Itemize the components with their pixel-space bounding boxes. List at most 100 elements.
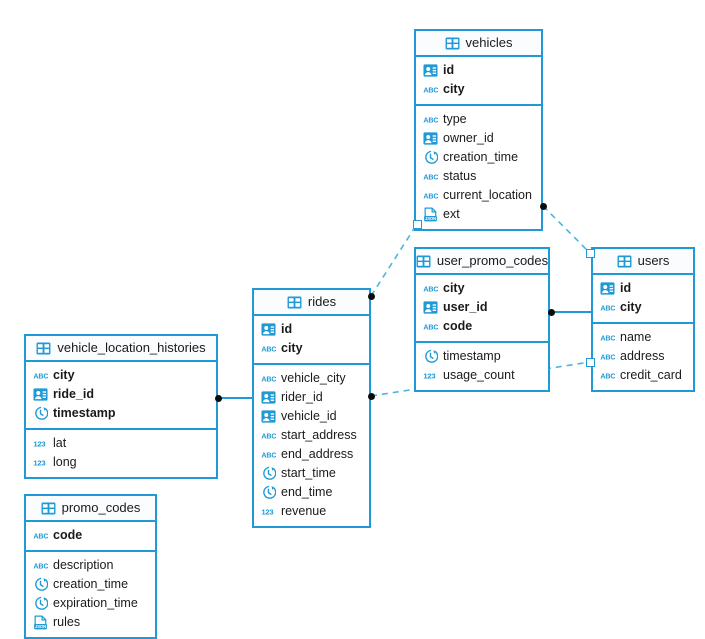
field-users-city[interactable]: city bbox=[593, 298, 693, 317]
field-user_promo_codes-timestamp[interactable]: timestamp bbox=[416, 347, 548, 366]
abc-icon bbox=[33, 368, 48, 383]
field-label: id bbox=[281, 322, 293, 337]
entity-header-promo_codes[interactable]: promo_codes bbox=[26, 496, 155, 522]
clock-icon bbox=[261, 485, 276, 500]
key-id-icon bbox=[261, 322, 276, 337]
field-rides-end_address[interactable]: end_address bbox=[254, 445, 369, 464]
edge-marker-square-vehicles-rides bbox=[412, 219, 422, 229]
column-section: name address credit_card bbox=[593, 324, 693, 390]
field-label: long bbox=[53, 455, 77, 470]
field-label: vehicle_id bbox=[281, 409, 337, 424]
field-label: city bbox=[443, 281, 465, 296]
field-label: city bbox=[53, 368, 75, 383]
field-label: end_address bbox=[281, 447, 354, 462]
field-promo_codes-creation_time[interactable]: creation_time bbox=[26, 575, 155, 594]
field-vehicles-current_location[interactable]: current_location bbox=[416, 186, 541, 205]
entity-header-users[interactable]: users bbox=[593, 249, 693, 275]
field-label: code bbox=[443, 319, 473, 334]
clock-icon bbox=[423, 150, 438, 165]
entity-title: vehicle_location_histories bbox=[57, 340, 206, 355]
field-rides-vehicle_city[interactable]: vehicle_city bbox=[254, 369, 369, 388]
entity-header-user_promo_codes[interactable]: user_promo_codes bbox=[416, 249, 548, 275]
key-id-icon bbox=[423, 131, 438, 146]
field-vehicles-owner_id[interactable]: owner_id bbox=[416, 129, 541, 148]
field-vehicle_location_histories-lat[interactable]: lat bbox=[26, 434, 216, 453]
field-user_promo_codes-user_id[interactable]: user_id bbox=[416, 298, 548, 317]
field-vehicles-city[interactable]: city bbox=[416, 80, 541, 99]
field-label: address bbox=[620, 349, 665, 364]
field-rides-city[interactable]: city bbox=[254, 339, 369, 358]
field-rides-id[interactable]: id bbox=[254, 320, 369, 339]
field-label: credit_card bbox=[620, 368, 682, 383]
field-user_promo_codes-code[interactable]: code bbox=[416, 317, 548, 336]
field-vehicle_location_histories-ride_id[interactable]: ride_id bbox=[26, 385, 216, 404]
column-section: timestamp usage_count bbox=[416, 343, 548, 390]
entity-header-rides[interactable]: rides bbox=[254, 290, 369, 316]
field-vehicle_location_histories-long[interactable]: long bbox=[26, 453, 216, 472]
field-rides-vehicle_id[interactable]: vehicle_id bbox=[254, 407, 369, 426]
entity-header-vehicles[interactable]: vehicles bbox=[416, 31, 541, 57]
field-rides-revenue[interactable]: revenue bbox=[254, 502, 369, 521]
column-section: lat long bbox=[26, 430, 216, 477]
abc-icon bbox=[423, 319, 438, 334]
field-user_promo_codes-usage_count[interactable]: usage_count bbox=[416, 366, 548, 385]
field-users-address[interactable]: address bbox=[593, 347, 693, 366]
field-rides-rider_id[interactable]: rider_id bbox=[254, 388, 369, 407]
field-vehicles-creation_time[interactable]: creation_time bbox=[416, 148, 541, 167]
field-label: type bbox=[443, 112, 467, 127]
field-promo_codes-code[interactable]: code bbox=[26, 526, 155, 545]
field-rides-start_time[interactable]: start_time bbox=[254, 464, 369, 483]
key-id-icon bbox=[423, 300, 438, 315]
field-vehicles-ext[interactable]: ext bbox=[416, 205, 541, 224]
field-label: city bbox=[281, 341, 303, 356]
field-label: revenue bbox=[281, 504, 327, 519]
field-promo_codes-description[interactable]: description bbox=[26, 556, 155, 575]
field-vehicles-status[interactable]: status bbox=[416, 167, 541, 186]
abc-icon bbox=[261, 341, 276, 356]
abc-icon bbox=[600, 300, 615, 315]
field-label: user_id bbox=[443, 300, 488, 315]
number-icon bbox=[261, 504, 276, 519]
primary-key-section: id city bbox=[254, 316, 369, 365]
field-label: city bbox=[443, 82, 465, 97]
json-icon bbox=[33, 615, 48, 630]
field-label: description bbox=[53, 558, 114, 573]
field-label: timestamp bbox=[443, 349, 501, 364]
clock-icon bbox=[261, 466, 276, 481]
field-users-id[interactable]: id bbox=[593, 279, 693, 298]
field-vehicle_location_histories-timestamp[interactable]: timestamp bbox=[26, 404, 216, 423]
edge-marker-dot-rides-users bbox=[367, 392, 375, 400]
field-rides-start_address[interactable]: start_address bbox=[254, 426, 369, 445]
field-users-credit_card[interactable]: credit_card bbox=[593, 366, 693, 385]
field-label: creation_time bbox=[53, 577, 129, 592]
field-label: start_address bbox=[281, 428, 357, 443]
field-promo_codes-expiration_time[interactable]: expiration_time bbox=[26, 594, 155, 613]
key-id-icon bbox=[261, 390, 276, 405]
edge-marker-dot-user_promo_codes-users bbox=[547, 308, 555, 316]
field-promo_codes-rules[interactable]: rules bbox=[26, 613, 155, 632]
field-vehicles-type[interactable]: type bbox=[416, 110, 541, 129]
edge-marker-dot-vehicles-users bbox=[539, 202, 547, 210]
clock-icon bbox=[33, 577, 48, 592]
edge-marker-square-rides-users bbox=[585, 357, 595, 367]
entity-header-vehicle_location_histories[interactable]: vehicle_location_histories bbox=[26, 336, 216, 362]
field-vehicles-id[interactable]: id bbox=[416, 61, 541, 80]
field-user_promo_codes-city[interactable]: city bbox=[416, 279, 548, 298]
entity-title: rides bbox=[307, 294, 337, 309]
table-icon bbox=[36, 342, 51, 355]
field-rides-end_time[interactable]: end_time bbox=[254, 483, 369, 502]
key-id-icon bbox=[600, 281, 615, 296]
field-vehicle_location_histories-city[interactable]: city bbox=[26, 366, 216, 385]
field-label: end_time bbox=[281, 485, 333, 500]
field-users-name[interactable]: name bbox=[593, 328, 693, 347]
field-label: rider_id bbox=[281, 390, 323, 405]
field-label: creation_time bbox=[443, 150, 519, 165]
abc-icon bbox=[261, 371, 276, 386]
